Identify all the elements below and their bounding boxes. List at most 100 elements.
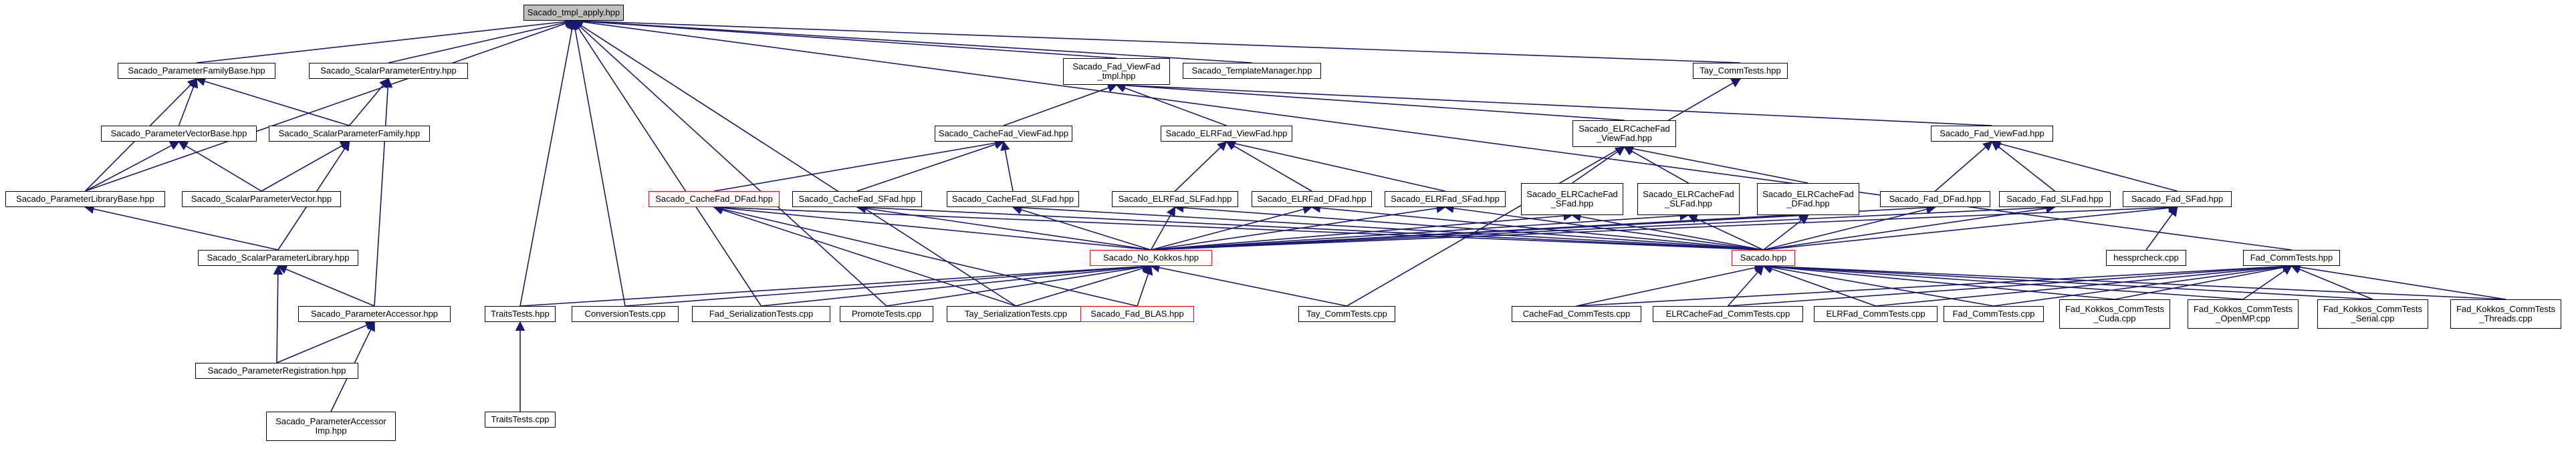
edge-sacado-to-cslfad (1012, 202, 1764, 251)
edge-hess-to-fsfad (2145, 206, 2178, 251)
node-fad-kokkos-commtests-openmp-cpp[interactable]: Fad_Kokkos_CommTests _OpenMP.cpp (2188, 299, 2299, 329)
node-fad-viewfad-tmpl-hpp[interactable]: Sacado_Fad_ViewFad _tmpl.hpp (1063, 58, 1170, 85)
edge-sacado-to-eslfad (1174, 202, 1764, 251)
edge-sacado-to-edfad (1310, 203, 1764, 251)
edge-prom-to-root (572, 20, 887, 307)
node-fad-dfad-hpp[interactable]: Sacado_Fad_DFad.hpp (1880, 191, 1990, 207)
node-tay-commtests-cpp[interactable]: Tay_CommTests.cpp (1298, 306, 1395, 322)
edge-spf-to-pfb (195, 76, 350, 126)
edge-nokk-to-cdfad (713, 203, 1151, 251)
node-fad-serializationtests-cpp[interactable]: Fad_SerializationTests.cpp (692, 306, 830, 322)
node-scalar-parameter-entry-hpp[interactable]: Sacado_ScalarParameterEntry.hpp (309, 63, 468, 79)
node-parameter-library-base-hpp[interactable]: Sacado_ParameterLibraryBase.hpp (5, 191, 165, 207)
edge-tth-to-root (519, 19, 577, 307)
node-sacado-tmpl-apply-hpp[interactable]: Sacado_tmpl_apply.hpp (523, 5, 624, 21)
edge-elfcomm-to-fcomm (1875, 262, 2293, 307)
node-cachefad-slfad-hpp[interactable]: Sacado_CacheFad_SLFad.hpp (947, 191, 1079, 207)
edge-nokk-to-cslfad (1012, 204, 1151, 251)
edge-kser-to-sacado (1762, 261, 2373, 300)
edge-conv-to-root (570, 19, 626, 307)
node-fad-kokkos-commtests-threads-cpp[interactable]: Fad_Kokkos_CommTests _Threads.cpp (2450, 299, 2561, 329)
node-parameter-accessor-hpp[interactable]: Sacado_ParameterAccessor.hpp (298, 306, 451, 322)
edge-nokk-to-ecslfad (1151, 210, 1689, 251)
node-cachefad-viewfad-hpp[interactable]: Sacado_CacheFad_ViewFad.hpp (935, 126, 1072, 142)
edge-elcfcomm-to-fcomm (1728, 261, 2293, 307)
node-elrfad-viewfad-hpp[interactable]: Sacado_ELRFad_ViewFad.hpp (1161, 126, 1292, 142)
node-cachefad-sfad-hpp[interactable]: Sacado_CacheFad_SFad.hpp (792, 191, 922, 207)
edge-spv-to-spf (261, 141, 350, 192)
edge-fcomm-to-root (572, 17, 2292, 251)
node-parameter-registration-hpp[interactable]: Sacado_ParameterRegistration.hpp (195, 363, 358, 379)
node-conversiontests-cpp[interactable]: ConversionTests.cpp (572, 306, 679, 322)
edge-sacado-to-fslfad (1763, 203, 2056, 251)
node-parameter-accessor-imp-hpp[interactable]: Sacado_ParameterAccessor Imp.hpp (266, 412, 396, 441)
edge-fcommcpp-to-fcomm (1993, 262, 2293, 307)
node-fad-viewfad-hpp[interactable]: Sacado_Fad_ViewFad.hpp (1931, 126, 2053, 142)
edge-edfad-to-elvf (1225, 141, 1312, 192)
edge-kcuda-to-sacado (1762, 262, 2115, 300)
edge-cvf-to-fvft (1003, 83, 1118, 126)
node-cachefad-dfad-hpp[interactable]: Sacado_CacheFad_DFad.hpp (649, 191, 780, 207)
edge-cdfad-to-cvf (713, 138, 1005, 192)
edge-kser-to-fcomm (2291, 265, 2373, 300)
node-tay-commtests-hpp[interactable]: Tay_CommTests.hpp (1693, 63, 1788, 79)
edge-pfb-to-root (196, 17, 575, 63)
edge-sacado-to-esfad (1444, 203, 1764, 251)
node-fad-slfad-hpp[interactable]: Sacado_Fad_SLFad.hpp (1999, 191, 2111, 207)
node-cachefad-commtests-cpp[interactable]: CacheFad_CommTests.cpp (1512, 306, 1641, 322)
edge-esfad-to-elvf (1225, 138, 1445, 192)
node-parameter-family-base-hpp[interactable]: Sacado_ParameterFamilyBase.hpp (118, 63, 275, 79)
node-fad-kokkos-commtests-cuda-cpp[interactable]: Fad_Kokkos_CommTests _Cuda.cpp (2059, 299, 2170, 329)
edge-sacado-to-ecsfad (1571, 212, 1764, 251)
edge-tser-to-root (572, 20, 1016, 307)
edge-plb-to-root (85, 19, 575, 192)
edge-komp-to-sacado (1762, 261, 2244, 300)
node-hessprcheck-cpp[interactable]: hessprcheck.cpp (2106, 250, 2186, 266)
node-elrfad-commtests-cpp[interactable]: ELRFad_CommTests.cpp (1814, 306, 1938, 322)
node-elrfad-slfad-hpp[interactable]: Sacado_ELRFad_SLFad.hpp (1112, 191, 1238, 207)
edge-elcvf-to-fvft (1115, 80, 1625, 121)
edge-sacado-to-cdfad (713, 202, 1764, 251)
edge-blas-to-cdfad (713, 204, 1138, 307)
node-fad-sfad-hpp[interactable]: Sacado_Fad_SFad.hpp (2123, 191, 2232, 207)
edge-tth-to-nokk (519, 261, 1152, 307)
edge-cfcomm-to-sacado (1576, 263, 1764, 307)
node-sacado-fad-blas-hpp[interactable]: Sacado_Fad_BLAS.hpp (1080, 306, 1194, 322)
node-elrcachefad-dfad-hpp[interactable]: Sacado_ELRCacheFad _DFad.hpp (1757, 183, 1859, 215)
node-fad-commtests-cpp[interactable]: Fad_CommTests.cpp (1944, 306, 2044, 322)
edge-tcomcpp-to-nokk (1150, 263, 1347, 307)
edge-kthr-to-sacado (1762, 261, 2506, 300)
node-scalar-parameter-library-hpp[interactable]: Sacado_ScalarParameterLibrary.hpp (198, 250, 358, 266)
node-traitstests-cpp[interactable]: TraitsTests.cpp (485, 412, 556, 428)
edge-spf-to-spe (348, 78, 389, 126)
node-scalar-parameter-family-hpp[interactable]: Sacado_ScalarParameterFamily.hpp (269, 126, 430, 142)
node-tay-serializationtests-cpp[interactable]: Tay_SerializationTests.cpp (947, 306, 1085, 322)
node-elrcachefad-sfad-hpp[interactable]: Sacado_ELRCacheFad _SFad.hpp (1521, 183, 1623, 215)
edge-sacado-to-fdfad (1763, 204, 1936, 251)
node-fad-commtests-hpp[interactable]: Fad_CommTests.hpp (2243, 250, 2340, 266)
node-parameter-vector-base-hpp[interactable]: Sacado_ParameterVectorBase.hpp (101, 126, 257, 142)
node-sacado-hpp[interactable]: Sacado.hpp (1732, 250, 1795, 266)
edge-komp-to-fcomm (2242, 265, 2293, 300)
node-sacado-no-kokkos-hpp[interactable]: Sacado_No_Kokkos.hpp (1090, 250, 1212, 266)
edge-cfcomm-to-fcomm (1576, 261, 2293, 307)
node-elrcachefad-commtests-cpp[interactable]: ELRCacheFad_CommTests.cpp (1653, 306, 1803, 322)
node-elrfad-sfad-hpp[interactable]: Sacado_ELRFad_SFad.hpp (1385, 191, 1506, 207)
node-scalar-parameter-vector-hpp[interactable]: Sacado_ScalarParameterVector.hpp (182, 191, 341, 207)
node-traitstests-hpp[interactable]: TraitsTests.hpp (485, 306, 556, 322)
edge-conv-to-nokk (624, 261, 1152, 307)
node-fad-kokkos-commtests-serial-cpp[interactable]: Fad_Kokkos_CommTests _Serial.cpp (2317, 299, 2428, 329)
edge-fser-to-nokk (761, 262, 1152, 307)
edge-pa-to-spl (277, 265, 375, 307)
node-elrfad-dfad-hpp[interactable]: Sacado_ELRFad_DFad.hpp (1252, 191, 1372, 207)
node-elrcachefad-slfad-hpp[interactable]: Sacado_ELRCacheFad _SLFad.hpp (1637, 183, 1740, 215)
edge-blas-to-nokk (1137, 265, 1153, 307)
edge-prom-to-nokk (886, 262, 1152, 307)
node-template-manager-hpp[interactable]: Sacado_TemplateManager.hpp (1183, 63, 1321, 79)
node-elrcachefad-viewfad-hpp[interactable]: Sacado_ELRCacheFad _ViewFad.hpp (1572, 120, 1676, 147)
edge-preg-to-spl (273, 265, 283, 363)
edge-cslfad-to-cvf (1000, 140, 1014, 192)
node-promotetests-cpp[interactable]: PromoteTests.cpp (840, 306, 933, 322)
edge-preg-to-pa (276, 321, 376, 363)
